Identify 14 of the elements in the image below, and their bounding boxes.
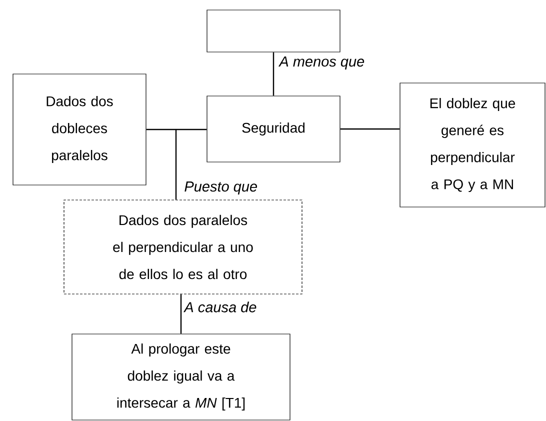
edge-label: A menos que	[278, 56, 366, 70]
edge-label: Puesto que	[183, 180, 259, 196]
claim-box: Al prologar este doblez igual va a intersecar a MN [T1]	[72, 334, 290, 420]
claim-box: Dados dos paralelos el perpendicular a uno de ellos lo es al otro	[64, 200, 302, 294]
connector-line	[340, 128, 400, 130]
claim-box: El doblez que generé es perpendicular a PQ y a MN	[400, 82, 546, 208]
connector-line	[272, 52, 274, 96]
claim-box: Seguridad	[206, 96, 340, 162]
connector-line	[146, 128, 207, 130]
connector-line	[180, 294, 182, 334]
connector-line	[175, 130, 177, 200]
empty-box	[206, 10, 340, 52]
edge-label: A causa de	[183, 300, 258, 314]
claim-box: Dados dos dobleces paralelos	[12, 74, 146, 186]
